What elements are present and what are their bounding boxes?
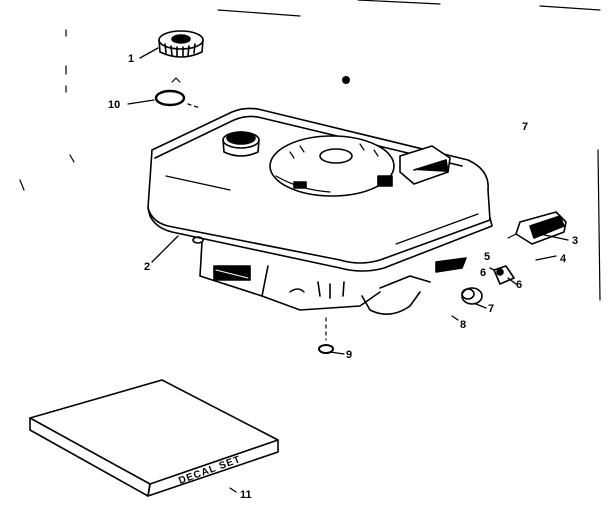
callout-2: 2 (144, 261, 150, 273)
callout-8: 8 (460, 319, 466, 331)
decal-set-part (29, 379, 279, 497)
callout-7: 7 (488, 303, 494, 315)
tank-control-block (377, 145, 451, 187)
tank-filler-neck (222, 131, 260, 157)
callout-9: 9 (346, 349, 352, 361)
leader-lines (127, 47, 569, 493)
tank-underside (192, 236, 431, 315)
callout-10: 10 (108, 99, 120, 111)
scan-artifacts (19, 0, 601, 301)
callout-6-left: 6 (480, 267, 486, 279)
knob-part (461, 287, 483, 305)
callout-4: 4 (560, 253, 567, 265)
tank-recess (269, 135, 395, 197)
callout-7-top: 7 (522, 121, 528, 133)
fitting-part (493, 265, 515, 285)
callout-6-right: 6 (516, 279, 522, 291)
bracket-part (435, 257, 467, 273)
fuel-cap-part (158, 30, 204, 58)
callout-1: 1 (128, 53, 134, 65)
o-ring-part (318, 317, 334, 354)
callout-3: 3 (572, 235, 578, 247)
callout-5: 5 (484, 251, 490, 263)
callout-11: 11 (240, 489, 252, 501)
scan-speck (342, 76, 350, 84)
shutoff-lever-part (507, 211, 567, 245)
cap-gasket-part (154, 77, 186, 107)
